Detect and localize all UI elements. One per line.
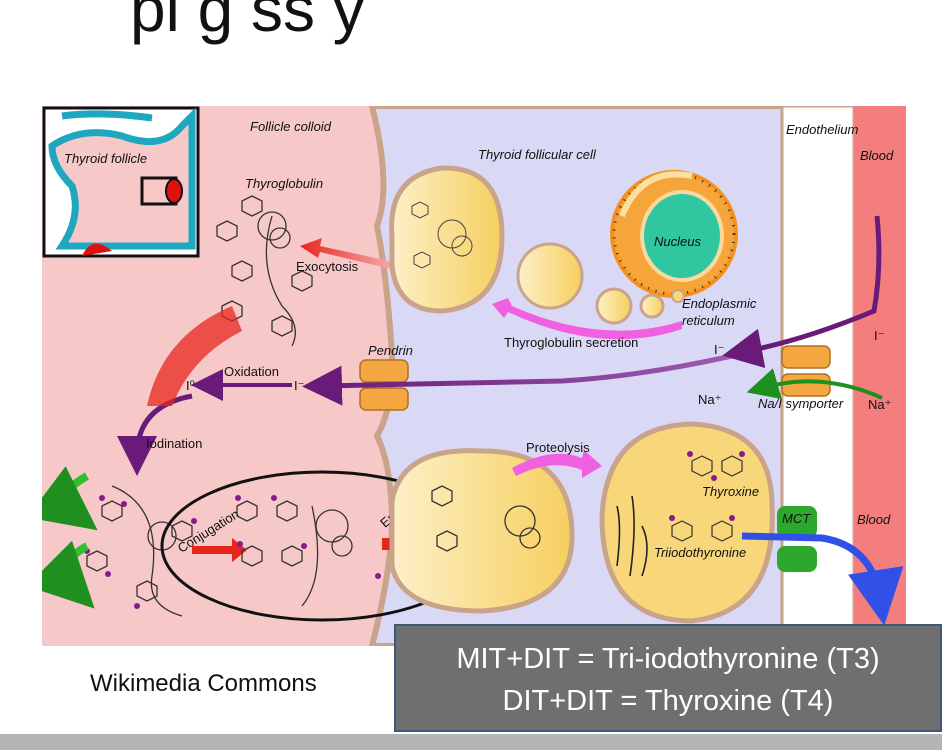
iodination-arrow — [117, 393, 193, 476]
conjugated-molecule — [236, 500, 353, 607]
endothelium-label: Endothelium — [786, 122, 858, 137]
hormone-summary-box: MIT+DIT = Tri-iodothyronine (T3) DIT+DIT… — [394, 624, 942, 732]
hormone-iodine-atoms — [669, 451, 745, 521]
nucleus-cell — [610, 170, 738, 303]
iodinated-thyroglobulin — [86, 485, 193, 617]
sodium-uptake-arrow — [746, 368, 883, 400]
summary-line-t3: MIT+DIT = Tri-iodothyronine (T3) — [456, 643, 880, 675]
na-plus-right-label: Na⁺ — [868, 397, 891, 412]
na-i-symporter-label: Na/I symporter — [758, 396, 844, 411]
thyroglobulin-secretion-label: Thyroglobulin secretion — [504, 335, 638, 350]
thyroglobulin-secretion-arrow — [492, 298, 682, 340]
blood-bottom-label: Blood — [857, 512, 891, 527]
hormone-export-arrow — [741, 532, 904, 626]
secretion-vesicle-medium — [595, 287, 633, 325]
lysosome-fragments — [616, 495, 648, 577]
exocytosis-label: Exocytosis — [296, 259, 359, 274]
conjugated-iodine-atoms — [235, 495, 381, 579]
i-minus-right-label: I⁻ — [874, 328, 884, 343]
pendrin-transporter — [359, 359, 409, 411]
triiodothyronine-label: Triiodothyronine — [654, 545, 746, 560]
thyroglobulin-label: Thyroglobulin — [245, 176, 323, 191]
proteolysis-label: Proteolysis — [526, 440, 590, 455]
thyroxine-label: Thyroxine — [702, 484, 759, 499]
endocytosis-vesicle — [389, 448, 575, 614]
follicle-inset — [42, 106, 200, 258]
iodide-transport-arrow — [302, 353, 733, 406]
bottom-bar — [0, 734, 942, 750]
conjugation-arrow — [192, 538, 247, 562]
i-minus-left-label: I⁻ — [294, 378, 304, 393]
blood-top-label: Blood — [860, 148, 894, 163]
vesicle-molecule — [411, 201, 473, 269]
mct-transporter — [777, 506, 817, 572]
summary-line-t4: DIT+DIT = Thyroxine (T4) — [502, 685, 834, 717]
i-minus-mid-label: I⁻ — [714, 342, 724, 357]
secretion-vesicle-large — [516, 242, 584, 310]
proteolysis-arrow — [512, 450, 602, 478]
thyroglobulin-molecule — [216, 195, 313, 347]
lysosome-vesicle — [599, 421, 775, 624]
iodide-uptake-arrow — [722, 215, 882, 369]
nucleus-label: Nucleus — [654, 234, 701, 249]
slide-title-fragment: pi g ss y — [130, 0, 365, 45]
na-plus-left-label: Na⁺ — [698, 392, 721, 407]
mct-label: MCT — [782, 511, 811, 526]
endocytosis-molecule — [431, 485, 541, 552]
image-credit: Wikimedia Commons — [90, 670, 317, 697]
hormone-molecules — [671, 455, 743, 542]
thyroid-follicle-label: Thyroid follicle — [64, 151, 147, 166]
secretion-vesicle-small — [639, 293, 665, 319]
exocytosis-vesicle — [389, 165, 505, 314]
exocytosis-arrow — [300, 238, 412, 274]
oxidation-red-plume — [147, 306, 242, 406]
iodination-label: Iodination — [146, 436, 202, 451]
iodination-green-arrow-bottom — [42, 540, 95, 609]
i0-label: I⁰ — [186, 378, 195, 393]
thyroid-follicular-cell-label: Thyroid follicular cell — [478, 147, 597, 162]
endoplasmic-label: Endoplasmic — [682, 296, 757, 311]
na-i-symporter — [781, 345, 831, 397]
follicle-colloid-label: Follicle colloid — [250, 119, 332, 134]
pendrin-label: Pendrin — [368, 343, 413, 358]
blood-region — [854, 106, 906, 646]
reticulum-label: reticulum — [682, 313, 735, 328]
thyroid-hormone-diagram: Thyroid follicle Follicle colloid Thyroi… — [42, 106, 906, 646]
iodination-green-arrow-top — [42, 466, 98, 531]
oxidation-label: Oxidation — [224, 364, 279, 379]
